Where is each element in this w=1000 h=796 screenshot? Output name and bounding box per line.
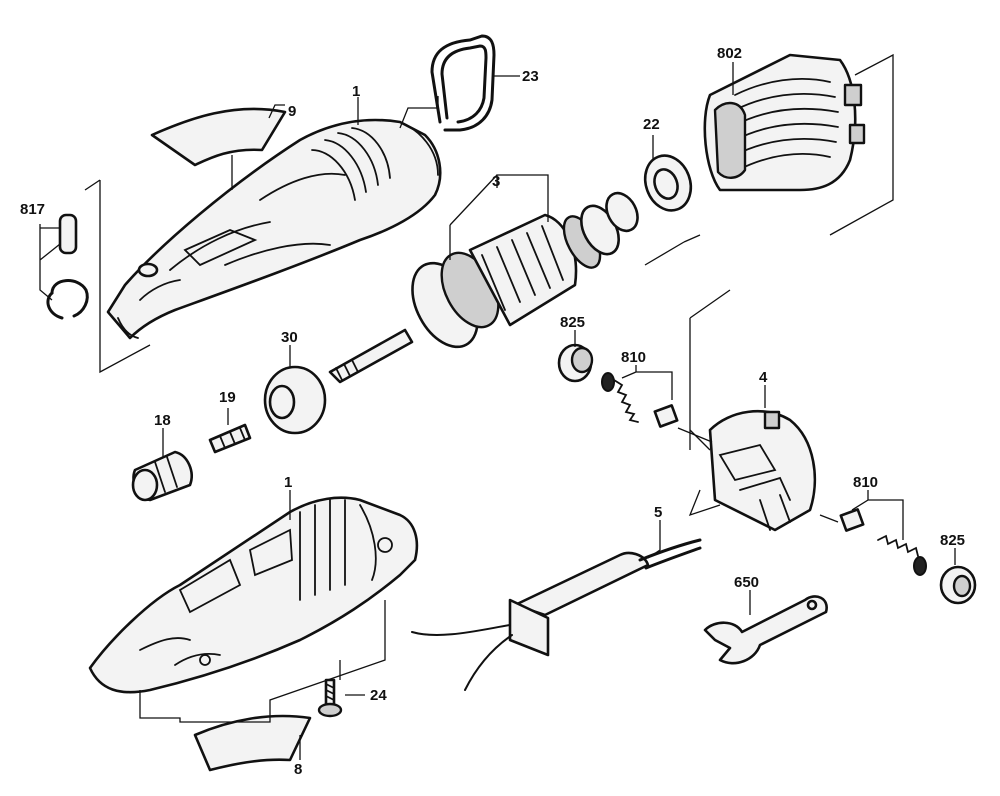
label-825-right: 825 [940,532,965,549]
label-810-right: 810 [853,474,878,491]
leader-lines [39,53,956,760]
nameplate-part [193,714,312,772]
label-30: 30 [281,329,298,346]
rear-bearing-part [643,154,693,212]
label-23: 23 [522,68,539,85]
label-4: 4 [759,369,768,386]
housing-screw-part [317,678,343,718]
label-817: 817 [20,201,45,218]
power-cord-part [411,538,702,691]
label-1-bottom: 1 [284,474,292,491]
label-810-left: 810 [621,349,646,366]
label-3: 3 [492,173,500,190]
label-film-part [150,107,287,167]
carbon-brush-right-part [839,508,977,605]
label-802: 802 [717,45,742,62]
shaft-pin-part [208,423,252,454]
label-22: 22 [643,116,660,133]
armature-part [328,191,639,384]
label-9: 9 [288,103,296,120]
housing-half-part [88,496,419,694]
part-labels: 9 1 23 802 22 3 817 30 19 18 825 810 4 8… [20,45,965,778]
wrench-part [703,595,828,665]
label-24: 24 [370,687,387,704]
hanger-bracket-part [430,34,496,132]
label-19: 19 [219,389,236,406]
collet-nut-part [131,450,193,502]
field-coil-part [703,53,866,192]
label-18: 18 [154,412,171,429]
pin-clip-part [46,213,89,320]
label-8: 8 [294,761,302,778]
label-1-top: 1 [352,83,360,100]
label-5: 5 [654,504,662,521]
label-650: 650 [734,574,759,591]
label-825-left: 825 [560,314,585,331]
motor-housing-part [106,118,442,340]
front-bearing-part [263,365,327,435]
brush-holder-part [708,409,817,532]
carbon-brush-left-part [557,343,679,428]
